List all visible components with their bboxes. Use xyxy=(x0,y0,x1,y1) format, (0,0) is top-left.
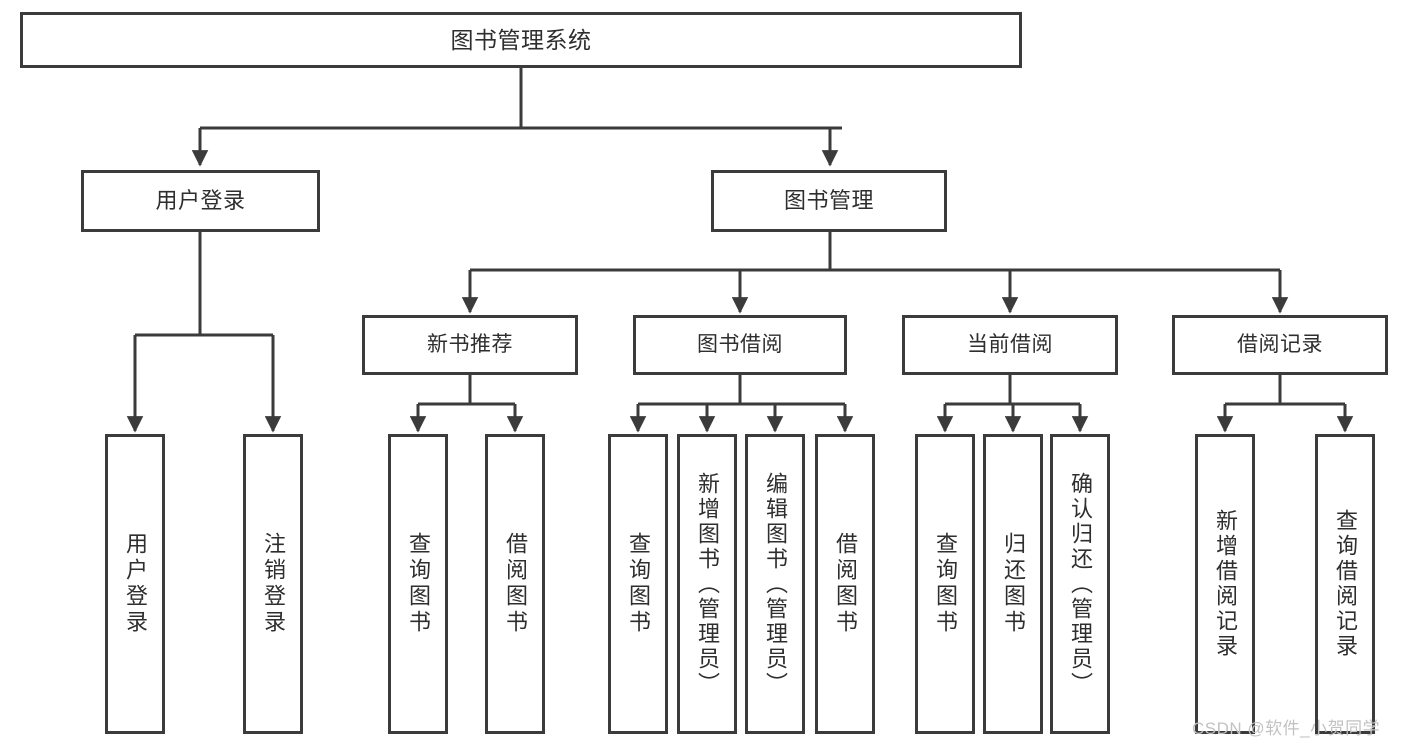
leaf-new-book-query[interactable]: 查询图书 xyxy=(388,434,448,734)
leaf-book-borrow-add-label: 新增图书（管理员） xyxy=(695,471,720,697)
leaf-borrow-record-query[interactable]: 查询借阅记录 xyxy=(1315,434,1375,734)
leaf-new-book-borrow-label: 借阅图书 xyxy=(503,532,528,636)
leaf-current-borrow-confirm[interactable]: 确认归还（管理员） xyxy=(1050,434,1110,734)
leaf-book-borrow-edit[interactable]: 编辑图书（管理员） xyxy=(745,434,805,734)
csdn-watermark: CSDN @软件_小贺同学 xyxy=(1192,719,1381,738)
leaf-new-book-query-label: 查询图书 xyxy=(406,532,431,636)
node-borrow-record[interactable]: 借阅记录 xyxy=(1172,315,1388,375)
leaf-user-login-logout-label: 注销登录 xyxy=(261,532,286,636)
leaf-new-book-borrow[interactable]: 借阅图书 xyxy=(485,434,545,734)
leaf-borrow-record-add[interactable]: 新增借阅记录 xyxy=(1195,434,1255,734)
leaf-book-borrow-query[interactable]: 查询图书 xyxy=(608,434,668,734)
node-borrow-record-label: 借阅记录 xyxy=(1237,332,1323,356)
node-current-borrow-label: 当前借阅 xyxy=(967,332,1053,356)
node-user-login[interactable]: 用户登录 xyxy=(81,170,320,232)
leaf-current-borrow-query[interactable]: 查询图书 xyxy=(915,434,975,734)
node-root-system-label: 图书管理系统 xyxy=(450,26,592,53)
node-book-borrow[interactable]: 图书借阅 xyxy=(633,315,847,375)
node-root-system[interactable]: 图书管理系统 xyxy=(20,12,1022,68)
node-book-manage[interactable]: 图书管理 xyxy=(711,170,947,232)
node-book-manage-label: 图书管理 xyxy=(783,188,874,214)
node-user-login-label: 用户登录 xyxy=(155,188,246,214)
leaf-current-borrow-confirm-label: 确认归还（管理员） xyxy=(1068,471,1093,697)
leaf-book-borrow-borrow[interactable]: 借阅图书 xyxy=(815,434,875,734)
leaf-book-borrow-add[interactable]: 新增图书（管理员） xyxy=(677,434,737,734)
leaf-book-borrow-borrow-label: 借阅图书 xyxy=(833,532,858,636)
leaf-book-borrow-query-label: 查询图书 xyxy=(626,532,651,636)
node-new-book-recommend-label: 新书推荐 xyxy=(427,332,513,356)
leaf-user-login-login-label: 用户登录 xyxy=(123,532,148,636)
node-book-borrow-label: 图书借阅 xyxy=(697,332,783,356)
leaf-user-login-logout[interactable]: 注销登录 xyxy=(243,434,303,734)
leaf-borrow-record-query-label: 查询借阅记录 xyxy=(1333,509,1358,659)
leaf-current-borrow-query-label: 查询图书 xyxy=(933,532,958,636)
leaf-current-borrow-return-label: 归还图书 xyxy=(1001,532,1026,636)
leaf-current-borrow-return[interactable]: 归还图书 xyxy=(983,434,1043,734)
leaf-borrow-record-add-label: 新增借阅记录 xyxy=(1213,509,1238,659)
node-new-book-recommend[interactable]: 新书推荐 xyxy=(362,315,578,375)
leaf-book-borrow-edit-label: 编辑图书（管理员） xyxy=(763,471,788,697)
leaf-user-login-login[interactable]: 用户登录 xyxy=(105,434,165,734)
node-current-borrow[interactable]: 当前借阅 xyxy=(902,315,1118,375)
